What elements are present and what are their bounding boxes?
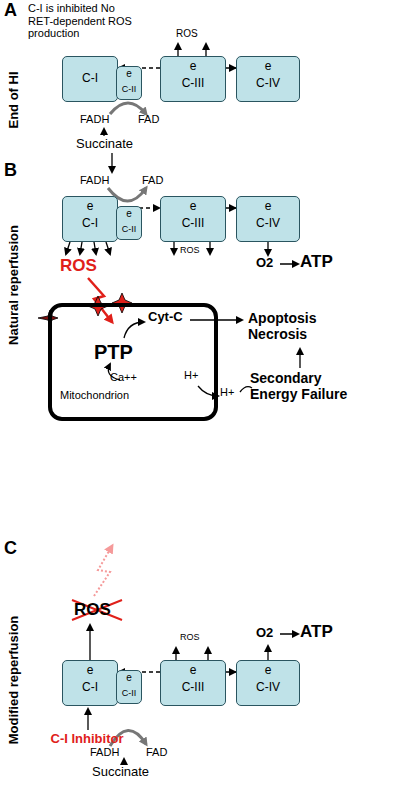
electron-mark: e	[117, 208, 141, 220]
electron-mark: e	[161, 200, 225, 214]
text-label: ATP	[300, 622, 333, 642]
electron-mark: e	[161, 60, 225, 74]
text-label: C	[4, 538, 17, 559]
release-arrow	[124, 322, 144, 338]
electron-mark: e	[237, 664, 299, 678]
text-label: FAD	[142, 174, 163, 187]
ros-arrow	[94, 242, 96, 254]
text-label: C-I Inhibitor	[48, 732, 126, 747]
complex-box: eC-II	[116, 670, 142, 704]
ros-cross	[72, 600, 122, 620]
blocked-lightning	[94, 546, 112, 596]
complex-box: eC-III	[160, 660, 226, 706]
text-label: ROS	[60, 256, 97, 276]
complex-name: C-IV	[237, 77, 299, 91]
complex-box: eC-III	[160, 56, 226, 102]
ros-arrow	[89, 625, 90, 660]
panel-title: End of HI	[7, 71, 22, 128]
complex-name: C-III	[161, 681, 225, 695]
electron-mark: e	[63, 200, 117, 214]
text-label: ROS	[180, 632, 200, 642]
oxygen-arrow	[267, 242, 268, 255]
complex-box: eC-I	[62, 196, 118, 242]
ros-arrow	[80, 242, 82, 254]
ros-arrow	[205, 44, 206, 56]
mito-text: Mitochondrion	[60, 389, 129, 402]
mito-text: PTP	[94, 341, 133, 364]
complex-name: C-III	[161, 77, 225, 91]
text-label: ATP	[300, 252, 333, 272]
complex-box: eC-I	[62, 660, 118, 706]
ros-cross	[72, 600, 122, 620]
complex-box: eC-II	[116, 66, 142, 100]
ros-lightning	[88, 278, 112, 322]
oxygen-arrow	[267, 646, 268, 660]
redox-arrow	[110, 103, 146, 114]
text-label: FADH	[80, 113, 109, 126]
electron-flow	[226, 671, 236, 672]
flow-arrow	[103, 129, 104, 136]
complex-name: C-I	[63, 681, 117, 695]
panel-title: Natural reperfusion	[7, 225, 22, 345]
text-label: Secondary Energy Failure	[250, 370, 362, 402]
electron-mark: e	[161, 664, 225, 678]
complex-name: C-II	[117, 84, 141, 94]
complex-box: eC-III	[160, 196, 226, 242]
atp-arrow	[280, 263, 298, 265]
text-label: Cyt-C	[148, 310, 183, 325]
text-label: O2	[256, 626, 273, 641]
inhibitor-arrow	[87, 709, 88, 730]
electron-mark: e	[117, 672, 141, 684]
electron-flow	[226, 67, 236, 68]
ros-arrow	[106, 242, 110, 254]
ros-arrow	[209, 242, 210, 254]
complex-name: C-I	[63, 72, 117, 86]
mitochondrion-outline: PTP Ca++ Mitochondrion H+	[48, 303, 218, 421]
flow-arrow	[111, 153, 112, 172]
complex-box: C-I	[62, 56, 118, 102]
text-label: FADH	[80, 174, 109, 187]
text-label: Apoptosis Necrosis	[248, 310, 368, 342]
complex-name: C-IV	[237, 217, 299, 231]
complex-name: C-I	[63, 217, 117, 231]
electron-flow	[226, 207, 236, 208]
text-label: Succinate	[76, 137, 133, 152]
complex-box: eC-IV	[236, 56, 300, 102]
ros-arrow	[177, 44, 178, 56]
mito-text: Ca++	[110, 371, 137, 384]
complex-name: C-IV	[237, 681, 299, 695]
panel-title: Modified reperfusion	[7, 616, 22, 745]
text-label: FAD	[138, 113, 159, 126]
ros-arrow	[173, 242, 174, 254]
complex-box: eC-II	[116, 206, 142, 240]
text-label: C-I is inhibited No RET-dependent ROS pr…	[28, 2, 140, 40]
complex-box: eC-IV	[236, 196, 300, 242]
electron-mark: e	[117, 68, 141, 80]
ros-arrow	[207, 648, 208, 660]
text-label: ROS	[180, 245, 200, 255]
atp-arrow	[280, 633, 298, 635]
complex-name: C-III	[161, 217, 225, 231]
electron-mark: e	[237, 200, 299, 214]
text-label: B	[4, 160, 17, 181]
text-label: FADH	[90, 746, 119, 759]
flow-arrow	[299, 349, 300, 368]
electron-mark: e	[237, 60, 299, 74]
complex-name: C-II	[117, 224, 141, 234]
complex-name: C-II	[117, 688, 141, 698]
mito-text: H+	[184, 369, 198, 382]
text-label: H+	[220, 386, 234, 399]
ros-arrow	[175, 648, 176, 660]
text-label: Succinate	[92, 765, 149, 780]
text-label: O2	[256, 256, 273, 271]
electron-mark: e	[63, 664, 117, 678]
text-label: ROS	[176, 28, 198, 40]
ros-arrow	[66, 242, 70, 254]
text-label: A	[4, 0, 17, 21]
text-label: ROS	[74, 600, 111, 620]
complex-box: eC-IV	[236, 660, 300, 706]
text-label: FAD	[146, 746, 167, 759]
